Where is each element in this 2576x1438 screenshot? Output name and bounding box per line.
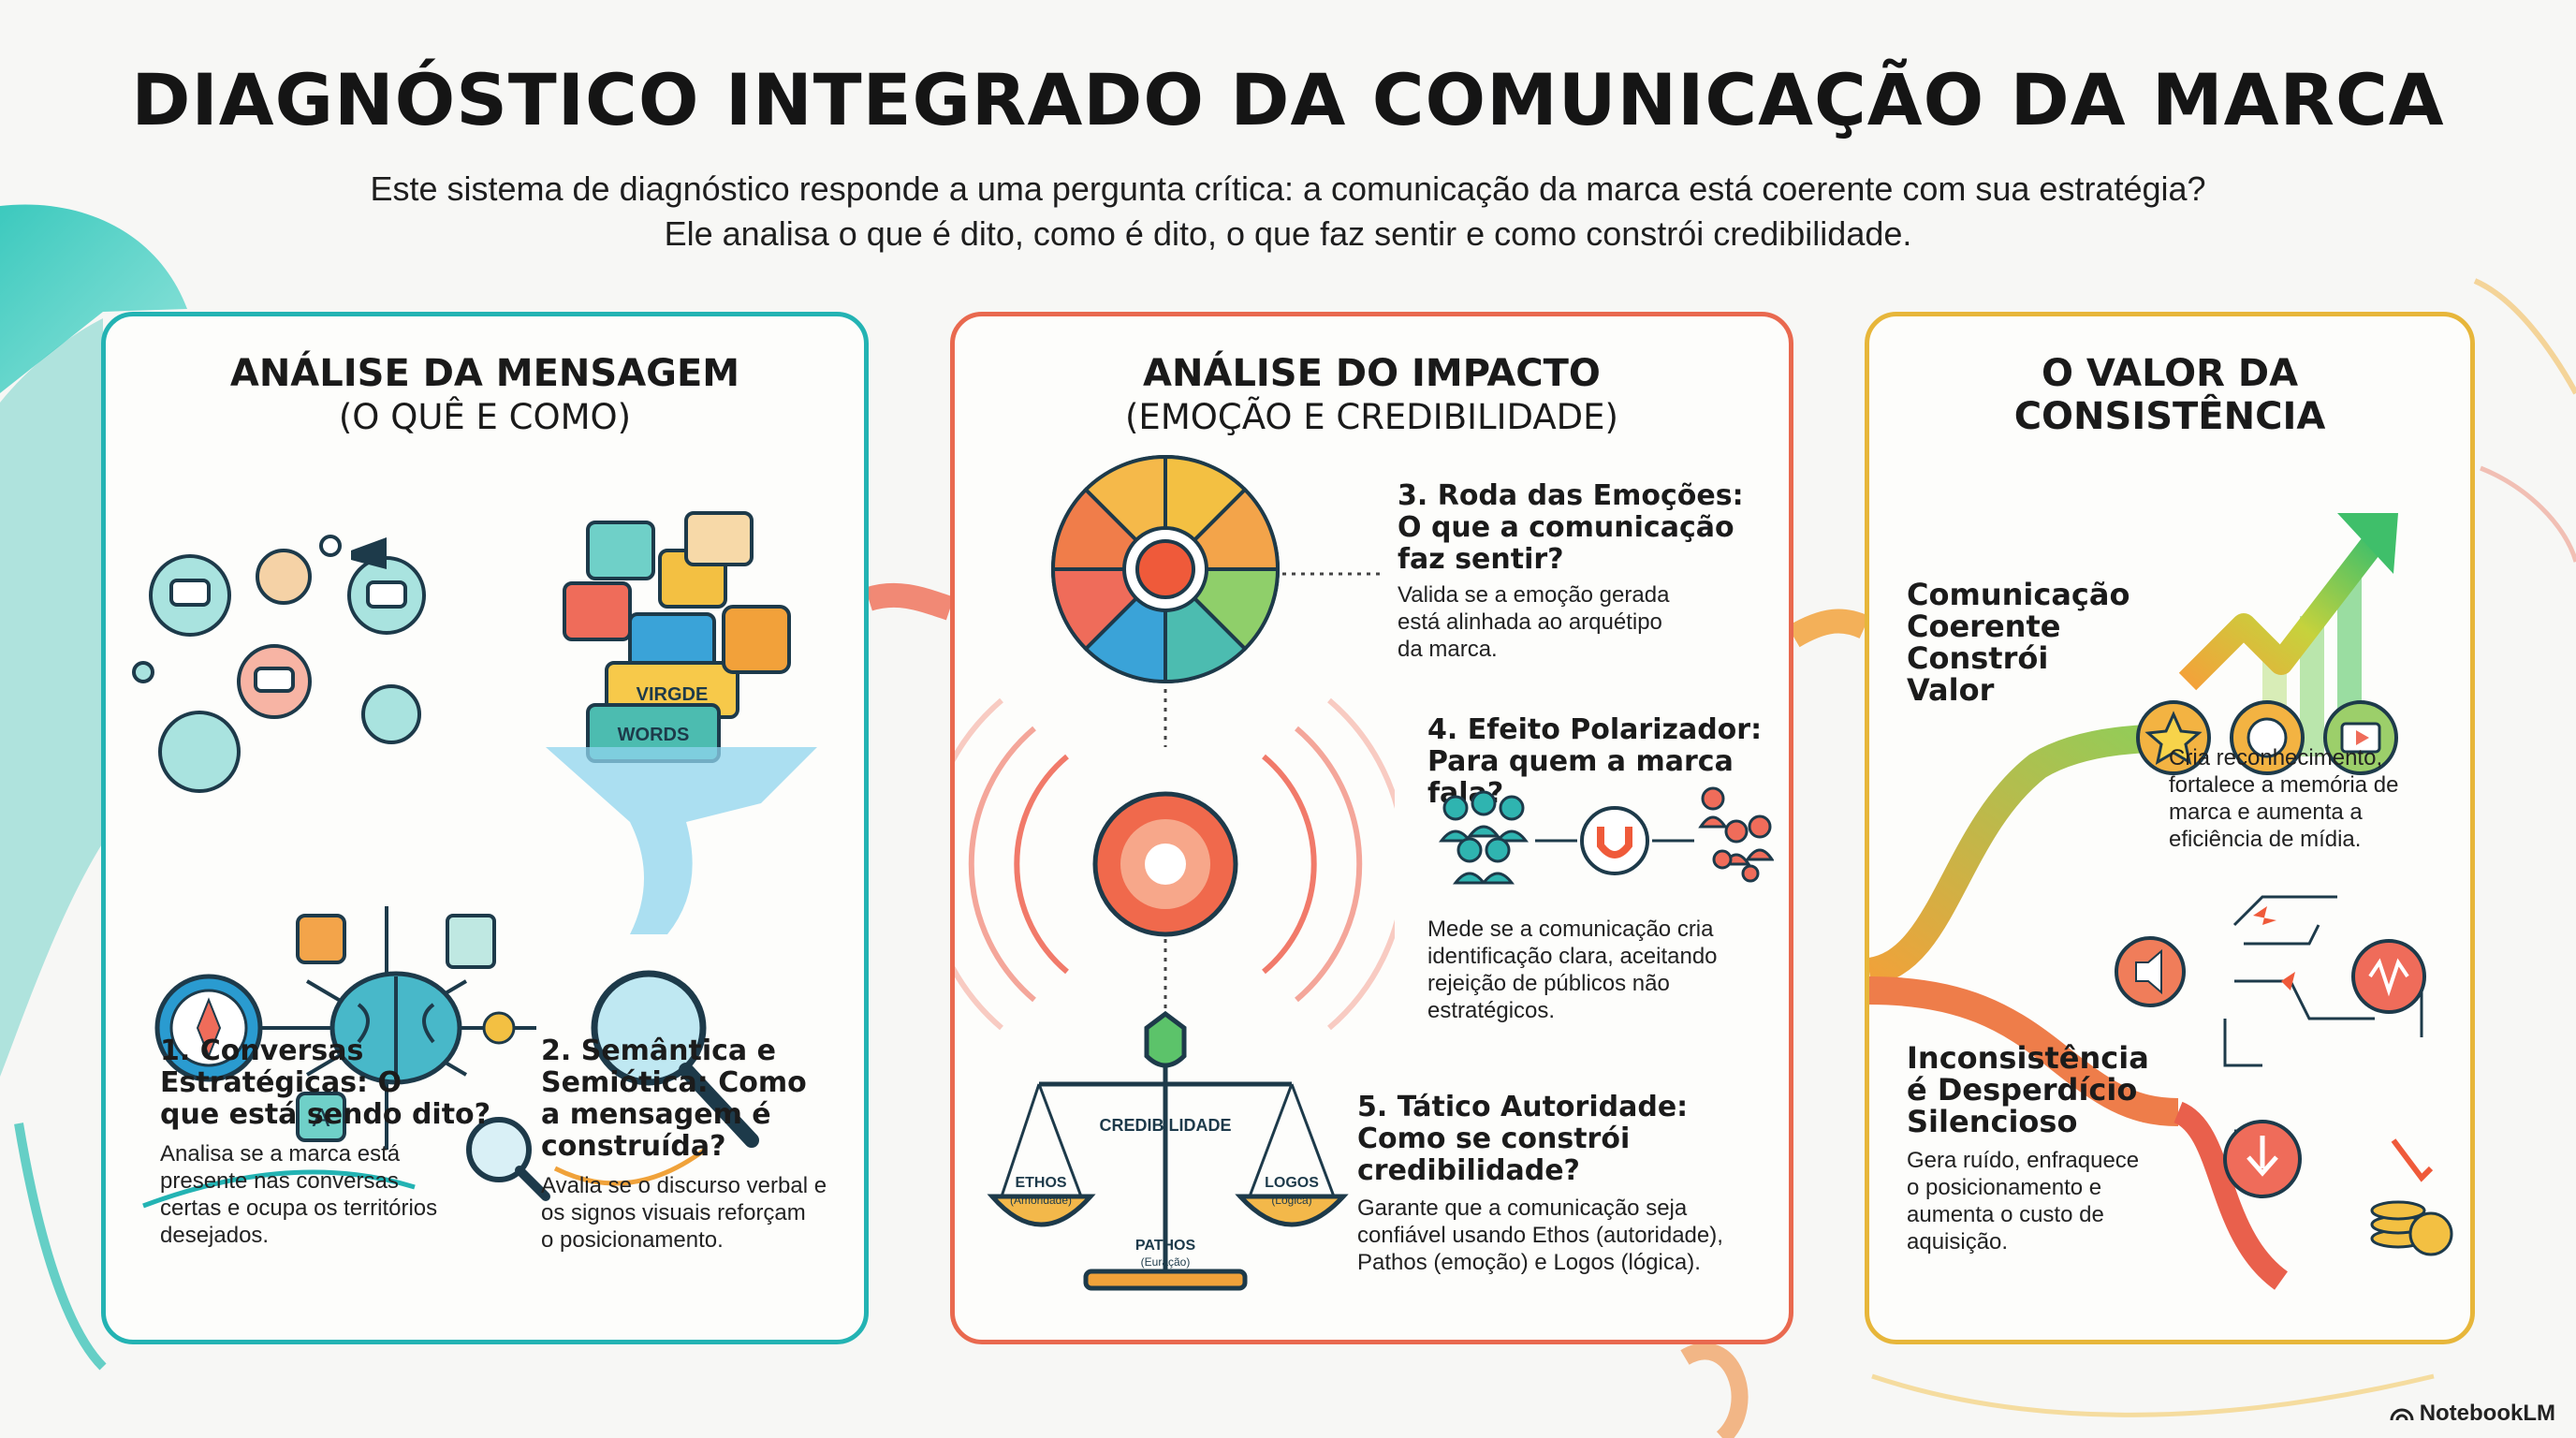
panel-impact-subtitle: (EMOÇÃO E CREDIBILIDADE) bbox=[1125, 397, 1618, 437]
compass-icon bbox=[154, 974, 263, 1082]
scale-right-sub: (Lógica) bbox=[1271, 1194, 1311, 1207]
impact-illustration: CREDIBILIDADE ETHOS (Amoridade) LOGOS (L… bbox=[955, 454, 1395, 1291]
scale-icon bbox=[987, 1010, 1349, 1291]
speaker-icon bbox=[2115, 936, 2186, 1007]
down-target-icon bbox=[2223, 1120, 2302, 1198]
item-4-heading: 4. Efeito Polarizador: Para quem a marca… bbox=[1427, 713, 1763, 810]
people-group-icon-red bbox=[1698, 786, 1774, 883]
subtitle-line-1: Este sistema de diagnóstico responde a u… bbox=[370, 169, 2206, 208]
notebooklm-icon bbox=[2390, 1408, 2414, 1421]
negative-heading: Inconsistência é Desperdício Silencioso bbox=[1907, 1040, 2149, 1139]
emotion-wheel-icon bbox=[1050, 454, 1281, 684]
brain-gear-icon bbox=[2230, 700, 2305, 775]
message-illustration: VIRGDE WORDS A bbox=[132, 511, 817, 1209]
people-group-icon bbox=[1438, 790, 1530, 885]
value-illustration bbox=[1869, 513, 2453, 1290]
scale-top-label: CREDIBILIDADE bbox=[1099, 1116, 1231, 1135]
positive-body: Cria reconhecimento, fortalece a memória… bbox=[2169, 745, 2399, 852]
panel-value-title-2: CONSISTÊNCIA bbox=[2013, 395, 2326, 438]
brand-label: NotebookLM bbox=[2419, 1401, 2555, 1426]
panel-impact-analysis: ANÁLISE DO IMPACTO (EMOÇÃO E CREDIBILIDA… bbox=[950, 312, 1793, 1344]
word-block-virgde: VIRGDE bbox=[637, 684, 709, 705]
positive-heading: Comunicação Coerente Constrói Valor bbox=[1907, 577, 2130, 708]
video-icon bbox=[2323, 700, 2398, 775]
broken-wave-icon bbox=[2351, 939, 2426, 1014]
scale-left-label: ETHOS bbox=[1015, 1175, 1066, 1191]
page-subtitle: Este sistema de diagnóstico responde a u… bbox=[0, 167, 2576, 257]
magnifier-icon bbox=[466, 970, 759, 1201]
page-title: DIAGNÓSTICO INTEGRADO DA COMUNICAÇÃO DA … bbox=[131, 58, 2445, 141]
scale-left-sub: (Amoridade) bbox=[1010, 1194, 1072, 1207]
item-3-body: Valida se a emoção gerada está alinhada … bbox=[1398, 582, 1670, 662]
panel-message-title: ANÁLISE DA MENSAGEM bbox=[229, 352, 740, 395]
item-1-heading: 1. Conversas Estratégicas: O que está se… bbox=[160, 1034, 491, 1131]
svg-text:A: A bbox=[313, 1103, 330, 1132]
lightning-icon bbox=[2253, 906, 2295, 990]
magnet-icon bbox=[1580, 806, 1649, 875]
notebooklm-logo: NotebookLM bbox=[2390, 1401, 2555, 1427]
translate-icon: A bbox=[296, 914, 346, 1142]
subtitle-line-2: Ele analisa o que é dito, como é dito, o… bbox=[664, 214, 1912, 253]
connector-3 bbox=[1282, 572, 1385, 576]
item-4-body: Mede se a comunicação cria identificação… bbox=[1427, 917, 1718, 1023]
scale-right-label: LOGOS bbox=[1265, 1175, 1319, 1191]
word-block-words: WORDS bbox=[618, 725, 690, 745]
panel-consistency-value: O VALOR DA CONSISTÊNCIA bbox=[1865, 312, 2475, 1344]
item-2-body: Avalia se o discurso verbal e os signos … bbox=[541, 1173, 827, 1253]
growth-arrow-icon bbox=[2178, 513, 2398, 691]
coins-icon bbox=[2370, 1138, 2453, 1256]
scale-bottom-sub: (Euração) bbox=[1141, 1255, 1191, 1269]
negative-body: Gera ruído, enfraquece o posicionamento … bbox=[1907, 1148, 2140, 1255]
scale-bottom-label: PATHOS bbox=[1135, 1238, 1196, 1254]
item-2-heading: 2. Semântica e Semiótica: Como a mensage… bbox=[541, 1034, 807, 1163]
panel-impact-title: ANÁLISE DO IMPACTO bbox=[1143, 352, 1601, 395]
panel-message-subtitle: (O QUÊ E COMO) bbox=[338, 397, 632, 437]
polarizer-illustration bbox=[1438, 786, 1774, 885]
target-ring-icon bbox=[955, 697, 1395, 1031]
panel-value-title-1: O VALOR DA bbox=[2041, 352, 2299, 395]
megaphone-icon bbox=[351, 537, 387, 569]
star-icon bbox=[2136, 700, 2211, 775]
item-5-body: Garante que a comunicação seja confiável… bbox=[1357, 1196, 1723, 1275]
chat-bubble-icon bbox=[132, 535, 426, 793]
document-icon bbox=[446, 914, 516, 1045]
panel-message-analysis: ANÁLISE DA MENSAGEM (O QUÊ E COMO) bbox=[101, 312, 869, 1344]
item-1-body: Analisa se a marca está presente nas con… bbox=[160, 1141, 438, 1248]
item-3-heading: 3. Roda das Emoções: O que a comunicação… bbox=[1398, 479, 1744, 576]
item-5-heading: 5. Tático Autoridade: Como se constrói c… bbox=[1357, 1091, 1689, 1187]
brain-icon bbox=[329, 971, 462, 1085]
